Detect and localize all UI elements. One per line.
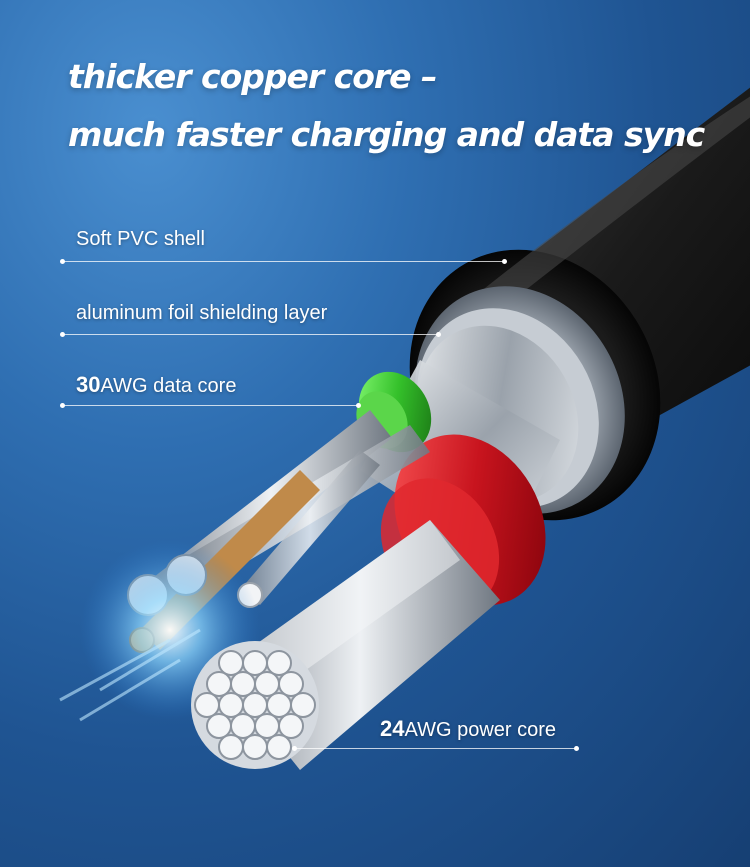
callout-dot (356, 403, 361, 408)
power-wire-end (191, 641, 319, 769)
callout-foil-shield-leader (62, 334, 440, 335)
light-streaks (59, 628, 201, 722)
callout-pvc-shell: Soft PVC shell (76, 228, 205, 250)
callout-data-core: 30AWG data core (76, 372, 236, 398)
callout-dot (502, 259, 507, 264)
callout-dot (60, 332, 65, 337)
callout-data-core-leader (62, 405, 360, 406)
callout-dot (292, 746, 297, 751)
callout-power-core: 24AWG power core (380, 716, 556, 742)
headline: thicker copper core – much faster chargi… (68, 48, 705, 164)
callout-dot (60, 259, 65, 264)
data-core-gauge: 30 (76, 372, 101, 397)
callout-dot (436, 332, 441, 337)
callout-foil-shield: aluminum foil shielding layer (76, 302, 328, 324)
callout-power-core-leader (294, 748, 578, 749)
callout-dot (574, 746, 579, 751)
power-core-gauge: 24 (380, 716, 405, 741)
data-core-suffix: AWG data core (100, 375, 237, 397)
callout-dot (60, 403, 65, 408)
callout-pvc-shell-leader (62, 261, 506, 262)
headline-line-2: much faster charging and data sync (68, 115, 705, 154)
power-core-suffix: AWG power core (404, 719, 557, 741)
headline-line-1: thicker copper core – (68, 57, 438, 96)
